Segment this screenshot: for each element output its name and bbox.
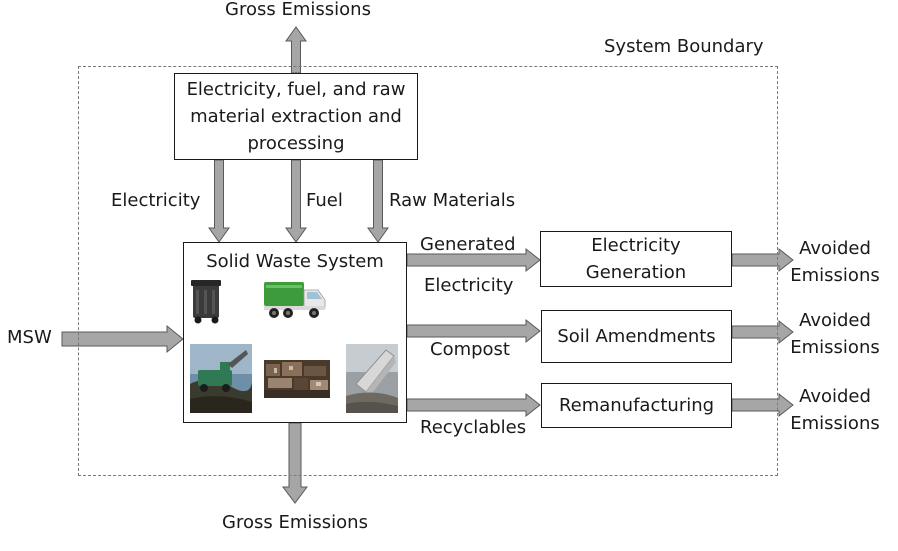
- recyclables-arrow: [406, 392, 541, 418]
- avoided-emissions-2: Avoided Emissions: [790, 310, 880, 358]
- gross-emissions-down-arrow: [282, 422, 308, 504]
- system-boundary: [78, 66, 778, 476]
- gross-emissions-bottom-label: Gross Emissions: [222, 512, 368, 533]
- fuel-down-arrow: [285, 159, 307, 243]
- electricity-down-arrow: [208, 159, 230, 243]
- electricity-output-label: Electricity: [424, 275, 514, 296]
- generated-label: Generated: [420, 234, 516, 255]
- msw-input-arrow: [61, 324, 184, 354]
- electricity-generation-box: Electricity Generation: [540, 231, 732, 287]
- avoided-emissions-3: Avoided Emissions: [790, 386, 880, 434]
- electricity-flow-label: Electricity: [111, 190, 201, 211]
- gross-emissions-up-arrow: [285, 26, 307, 74]
- electricity-generation-line-1: Electricity: [591, 235, 681, 256]
- fuel-flow-label: Fuel: [306, 190, 343, 211]
- avoided-emissions-1: Avoided Emissions: [790, 238, 880, 286]
- msw-input-label: MSW: [7, 327, 52, 348]
- soil-amendments-box: Soil Amendments: [541, 310, 732, 363]
- soil-amendments-label: Soil Amendments: [557, 326, 716, 347]
- solid-waste-system-title: Solid Waste System: [206, 251, 384, 272]
- gross-emissions-top-label: Gross Emissions: [225, 0, 371, 20]
- upstream-processing-box: Electricity, fuel, and raw material extr…: [174, 73, 418, 160]
- electricity-generation-line-2: Generation: [585, 262, 687, 283]
- composting-photo: [190, 344, 252, 413]
- upstream-line-2: material extraction and: [190, 106, 402, 127]
- remanufacturing-box: Remanufacturing: [541, 383, 732, 428]
- system-boundary-label: System Boundary: [604, 36, 764, 57]
- upstream-line-3: processing: [247, 133, 345, 154]
- remanufacturing-label: Remanufacturing: [558, 395, 715, 416]
- recyclables-label: Recyclables: [420, 417, 527, 438]
- raw-materials-down-arrow: [367, 159, 389, 243]
- recycling-facility-photo: [264, 360, 330, 398]
- garbage-truck-icon: [262, 276, 328, 320]
- generated-electricity-arrow: [406, 247, 541, 273]
- raw-materials-flow-label: Raw Materials: [389, 190, 516, 211]
- landfill-photo: [346, 344, 398, 413]
- upstream-line-1: Electricity, fuel, and raw: [186, 79, 406, 100]
- trash-bin-icon: [190, 278, 224, 324]
- compost-label: Compost: [430, 339, 510, 360]
- compost-arrow: [406, 318, 541, 344]
